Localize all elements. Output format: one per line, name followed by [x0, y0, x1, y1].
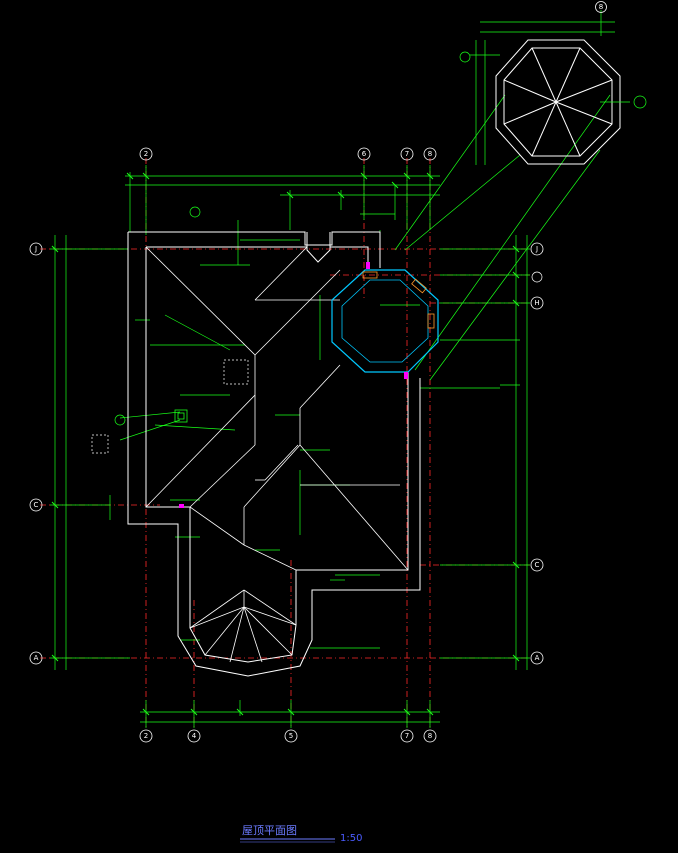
- drawing-title: 屋顶平面图: [242, 824, 297, 837]
- grid-bubble-left-a: A: [29, 651, 43, 665]
- svg-text:C: C: [34, 501, 39, 509]
- index-bubble: [114, 414, 126, 426]
- svg-text:2: 2: [144, 150, 148, 158]
- svg-text:7: 7: [405, 732, 409, 740]
- roof-detail-boxes: [91, 359, 249, 454]
- roof-outline: [127, 231, 421, 677]
- grid-bubble-top-2: 2: [139, 147, 153, 161]
- grid-bubble-top-8: 8: [423, 147, 437, 161]
- grid-bubble-top-7: 7: [400, 147, 414, 161]
- drawing-scale: 1:50: [340, 833, 362, 844]
- svg-text:7: 7: [405, 150, 409, 158]
- index-bubble: [531, 271, 543, 283]
- svg-text:4: 4: [192, 732, 197, 740]
- svg-text:6: 6: [362, 150, 367, 158]
- octagon-detail: [495, 39, 621, 165]
- accent-markers: [179, 262, 408, 508]
- grid-bubble-detail-8: 8: [595, 1, 607, 13]
- grid-bubble-right-j: J: [530, 242, 544, 256]
- grid-bubble-top-6: 6: [357, 147, 371, 161]
- index-bubble: [189, 206, 201, 218]
- svg-text:C: C: [535, 561, 540, 569]
- octagon-gutters: [362, 271, 435, 329]
- grid-bubble-right-a: A: [530, 651, 544, 665]
- octagon-detail-dims: [470, 10, 630, 165]
- grid-bubble-bottom-7: 7: [400, 729, 414, 743]
- svg-text:8: 8: [599, 3, 603, 11]
- svg-text:A: A: [34, 654, 39, 662]
- grid-bubble-bottom-2: 2: [139, 729, 153, 743]
- drawing-title-block: 屋顶平面图 1:50: [240, 824, 362, 844]
- svg-text:8: 8: [428, 732, 432, 740]
- index-bubble: [633, 95, 647, 109]
- grid-bubble-right-c: C: [530, 558, 544, 572]
- roof-ridges: [145, 246, 409, 663]
- svg-text:H: H: [534, 299, 539, 307]
- drain-box: [174, 409, 188, 423]
- grid-bubble-bottom-5: 5: [284, 729, 298, 743]
- grid-bubble-bottom-4: 4: [187, 729, 201, 743]
- svg-text:5: 5: [289, 732, 293, 740]
- dimension-ticks: [51, 172, 520, 716]
- grid-bubble-right-h: H: [530, 296, 544, 310]
- svg-text:2: 2: [144, 732, 148, 740]
- svg-text:A: A: [535, 654, 540, 662]
- grid-bubble-left-j: J: [29, 242, 43, 256]
- index-bubble: [459, 51, 471, 63]
- svg-text:J: J: [34, 245, 37, 253]
- grid-bubble-left-c: C: [29, 498, 43, 512]
- svg-text:8: 8: [428, 150, 432, 158]
- grid-bubbles: 2 6 7 8 2 4 5 7: [29, 1, 647, 743]
- svg-text:J: J: [535, 245, 538, 253]
- grid-bubble-bottom-8: 8: [423, 729, 437, 743]
